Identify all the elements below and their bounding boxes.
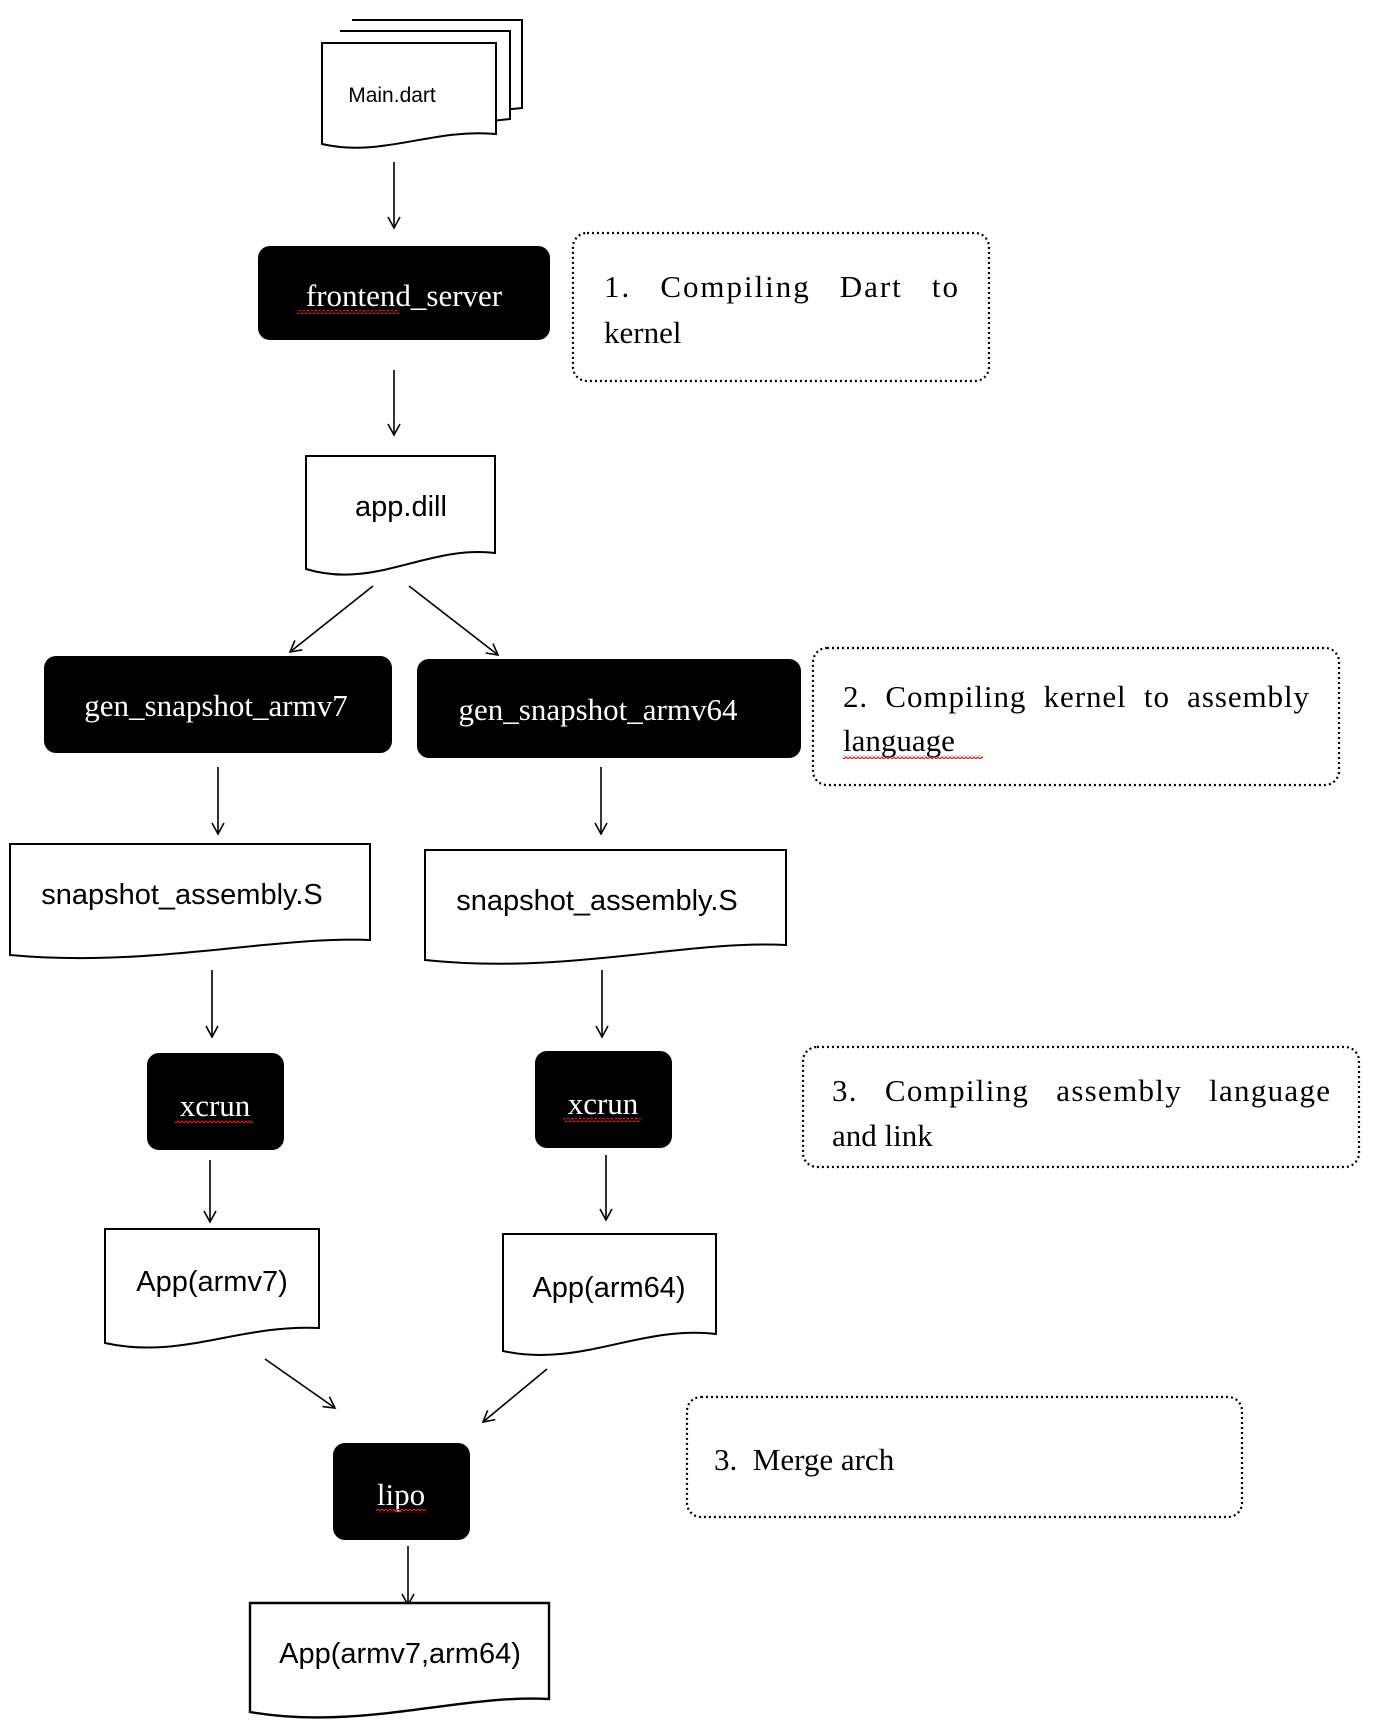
spellcheck-underline bbox=[175, 1120, 253, 1124]
spellcheck-underline bbox=[843, 755, 983, 759]
process-frontend-server: frontend_server bbox=[258, 246, 550, 340]
note-step-merge: 3. Merge arch bbox=[685, 1395, 1244, 1519]
doc-main-dart-label: Main.dart bbox=[348, 84, 436, 107]
doc-app-arm64-label: App(arm64) bbox=[532, 1272, 685, 1304]
spellcheck-underline bbox=[563, 1118, 641, 1122]
note-step-1-line-2: kernel bbox=[604, 315, 681, 350]
doc-snapshot-assembly-arm64: snapshot_assembly.S bbox=[424, 849, 787, 965]
note-step-merge-line-1: 3. Merge arch bbox=[714, 1442, 895, 1477]
note-step-2: 2. Compiling kernel to assembly language bbox=[811, 646, 1341, 787]
doc-app-armv7: App(armv7) bbox=[104, 1228, 320, 1349]
arrow-app-arm64-to-lipo bbox=[481, 1368, 548, 1424]
doc-app-dill: app.dill bbox=[305, 455, 496, 576]
process-xcrun-arm64-label: xcrun bbox=[568, 1086, 639, 1121]
note-step-1: 1. Compiling Dart to kernel bbox=[571, 231, 991, 383]
process-frontend-server-label: frontend_server bbox=[306, 278, 503, 313]
doc-snapshot-assembly-armv7-label: snapshot_assembly.S bbox=[41, 879, 323, 911]
spellcheck-underline bbox=[297, 310, 399, 314]
arrow-dill-to-armv64 bbox=[408, 585, 500, 657]
doc-snapshot-assembly-arm64-label: snapshot_assembly.S bbox=[456, 885, 738, 917]
note-step-2-line-2: language bbox=[843, 723, 955, 758]
process-lipo-label: lipo bbox=[377, 1477, 425, 1512]
doc-app-universal-label: App(armv7,arm64) bbox=[279, 1638, 521, 1670]
doc-app-arm64: App(arm64) bbox=[502, 1233, 717, 1356]
note-step-2-line-1: 2. Compiling kernel to assembly bbox=[843, 679, 1310, 714]
spellcheck-underline bbox=[376, 1509, 426, 1513]
process-gen-snapshot-armv7: gen_snapshot_armv7 bbox=[44, 656, 392, 753]
doc-app-armv7-label: App(armv7) bbox=[136, 1266, 288, 1298]
doc-snapshot-assembly-armv7: snapshot_assembly.S bbox=[9, 843, 371, 960]
note-step-3: 3. Compiling assembly language and link bbox=[801, 1045, 1361, 1169]
note-step-3-line-1: 3. Compiling assembly language bbox=[832, 1073, 1330, 1108]
arrow-app-armv7-to-lipo bbox=[264, 1358, 337, 1409]
process-xcrun-armv7: xcrun bbox=[147, 1053, 284, 1150]
note-step-1-line-1: 1. Compiling Dart to bbox=[604, 269, 958, 304]
process-gen-snapshot-armv7-label: gen_snapshot_armv7 bbox=[84, 688, 347, 723]
arrow-dill-to-armv7 bbox=[288, 585, 374, 654]
note-step-3-line-2: and link bbox=[832, 1118, 933, 1153]
doc-app-dill-label: app.dill bbox=[355, 491, 447, 523]
process-lipo: lipo bbox=[333, 1443, 470, 1540]
process-xcrun-arm64: xcrun bbox=[535, 1051, 672, 1148]
process-gen-snapshot-armv64-label: gen_snapshot_armv64 bbox=[459, 692, 738, 727]
process-gen-snapshot-armv64: gen_snapshot_armv64 bbox=[417, 659, 801, 758]
doc-main-dart: Main.dart bbox=[321, 19, 523, 149]
doc-app-universal: App(armv7,arm64) bbox=[248, 1601, 551, 1719]
process-xcrun-armv7-label: xcrun bbox=[180, 1088, 251, 1123]
